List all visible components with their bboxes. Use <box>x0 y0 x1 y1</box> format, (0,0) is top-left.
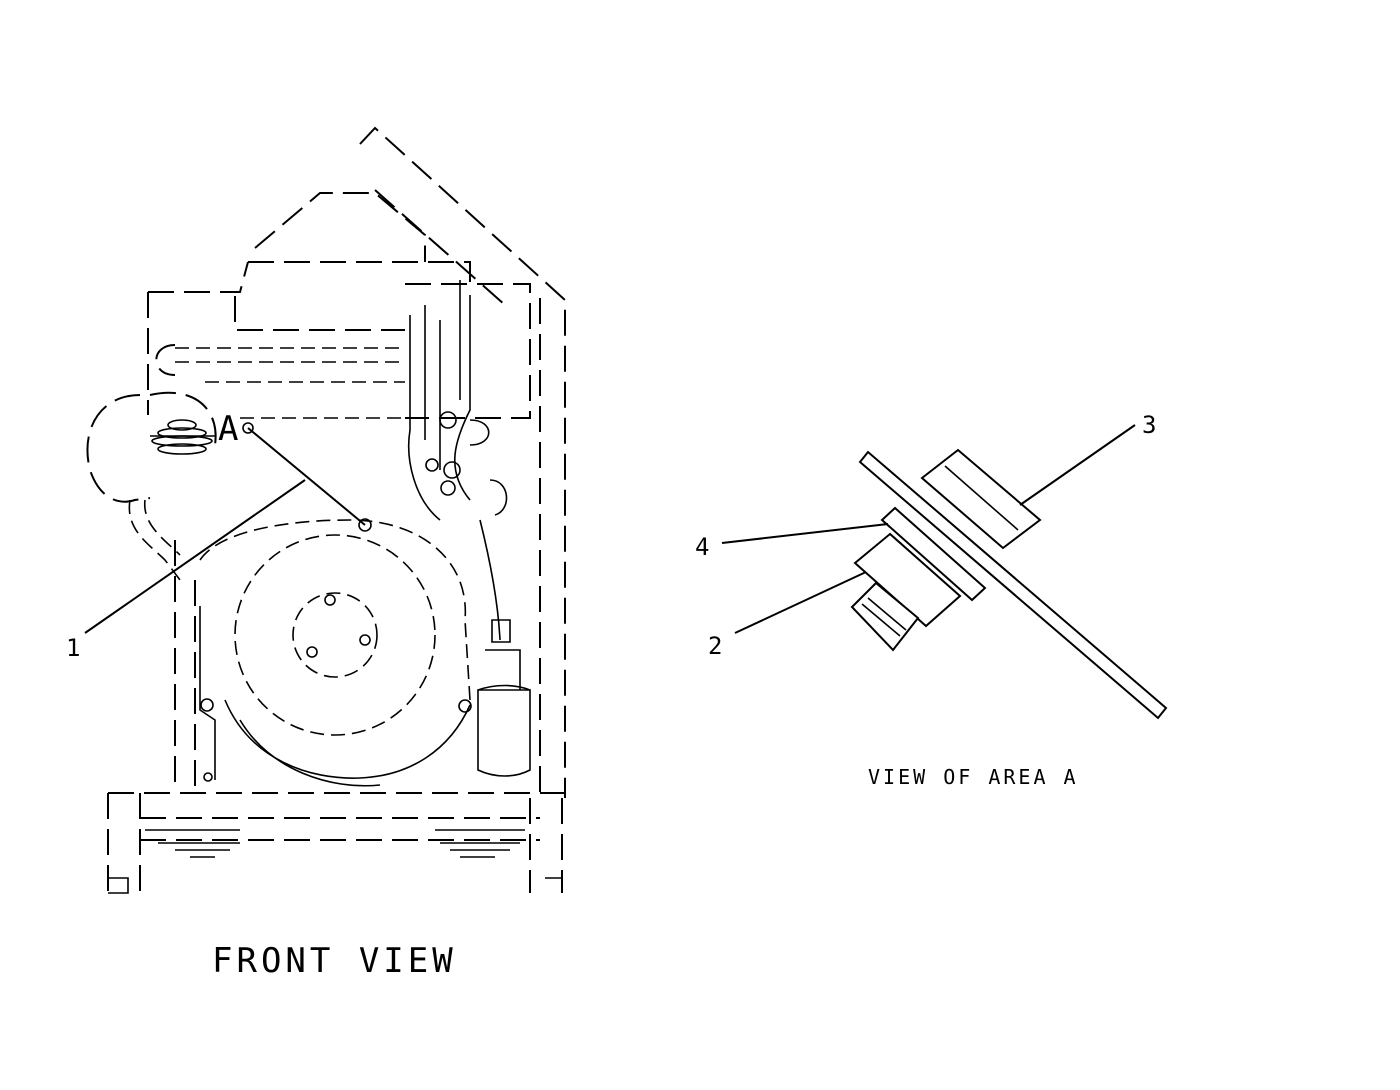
leader-line-3 <box>1019 424 1136 506</box>
nut-upper <box>920 448 1042 550</box>
fin-icon <box>150 419 215 455</box>
detail-view-caption: VIEW OF AREA A <box>868 765 1079 789</box>
engine-mount-left <box>145 829 240 858</box>
leader-line-1 <box>84 479 306 634</box>
area-marker-a: A <box>218 409 238 449</box>
front-view-caption: FRONT VIEW <box>212 941 457 981</box>
leader-line-4 <box>721 523 889 544</box>
engine-mount-right <box>435 829 525 858</box>
washer <box>880 506 987 602</box>
callout-3: 3 <box>1142 411 1156 439</box>
bolt-end <box>850 581 920 652</box>
callout-1: 1 <box>66 634 80 662</box>
bracket-plate <box>858 450 1168 720</box>
callout-4: 4 <box>695 533 709 561</box>
leader-line-2 <box>734 571 867 634</box>
detail-view-area-a: 3 4 2 <box>695 411 1168 720</box>
engine-front-view: 1 A <box>66 126 566 894</box>
callout-2: 2 <box>708 632 722 660</box>
